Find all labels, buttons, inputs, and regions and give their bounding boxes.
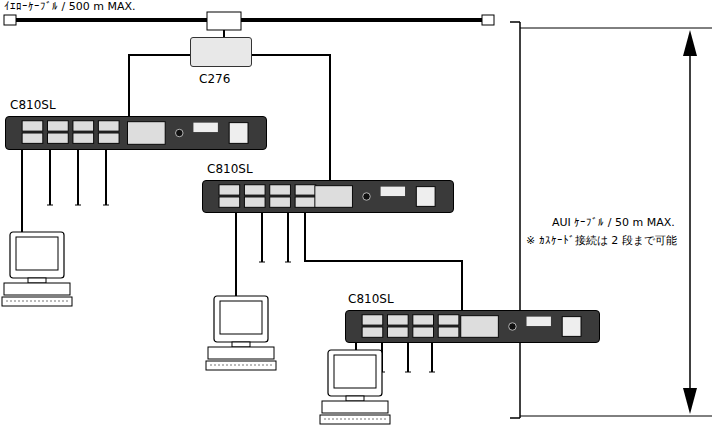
terminator [482,15,494,25]
transceiver: C276 [190,37,252,67]
pc-icon [320,350,390,424]
note-label: AUI ｹｰﾌﾞﾙ / 50 m MAX. [550,216,677,229]
arrowhead [683,388,697,414]
yellow-cable [14,18,484,22]
arrowhead [683,30,697,56]
model-name: C810SL [207,162,253,176]
hub-body [6,117,266,149]
hub-device: C810SL [345,310,600,343]
hub-device: C810SL [202,180,454,213]
tap [207,12,241,30]
model-name: C276 [199,72,230,86]
dimension-bracket [510,22,712,418]
cable-ends [47,205,435,372]
model-name: C810SL [348,292,394,306]
pc-icon [2,232,72,306]
hub-device: C810SL [5,116,267,150]
hub-body [203,181,453,212]
terminator [4,15,16,25]
aui-cable [305,213,462,310]
aui-cable [129,55,190,116]
note-label: ※ ｶｽｹｰﾄﾞ接続は 2 段まで可能 [524,233,679,248]
note-label: ｲｴﾛｰｹｰﾌﾞﾙ / 500 m MAX. [2,0,137,13]
model-name: C810SL [10,98,56,112]
pc-icon [206,296,276,370]
hub-body [346,311,599,342]
